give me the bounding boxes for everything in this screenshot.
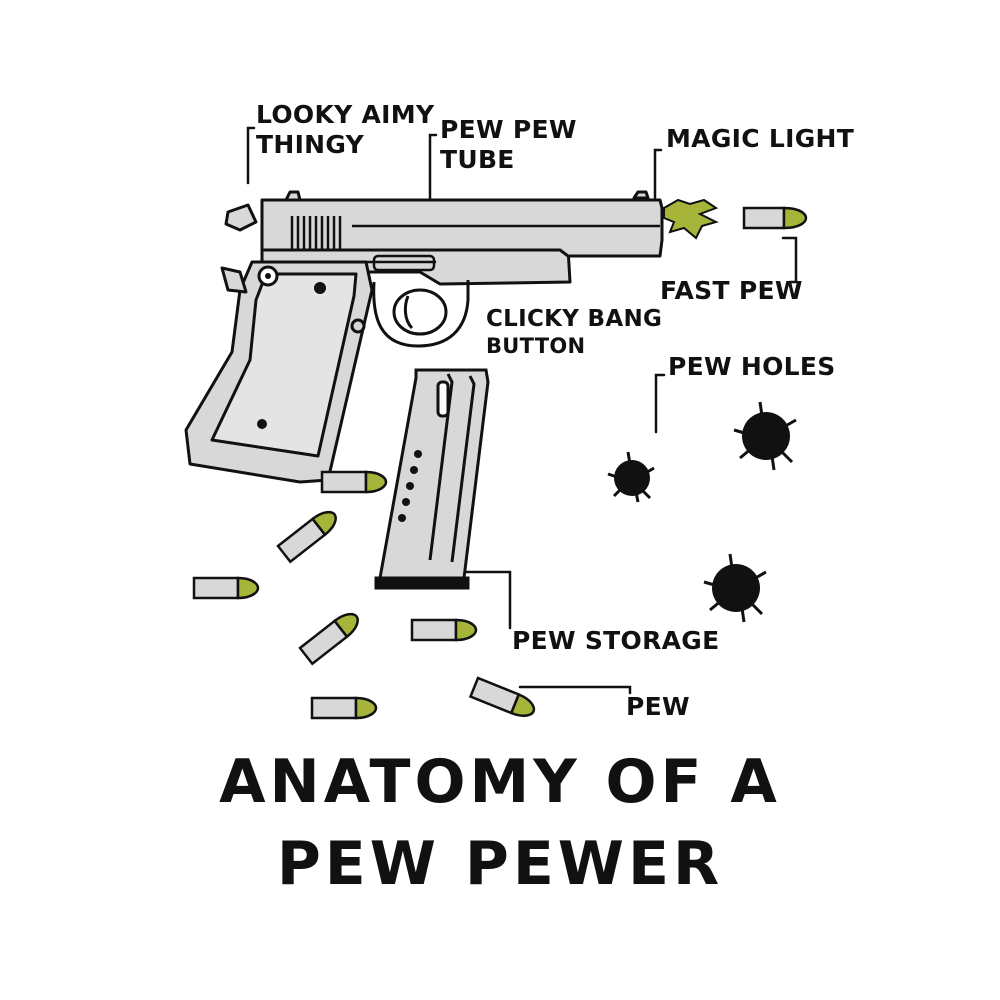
bullet-icon-3 — [192, 576, 260, 600]
bullet-icon-5 — [410, 618, 478, 642]
leader-line-sight — [246, 126, 256, 185]
hammer — [224, 203, 258, 232]
label-pew-storage: PEW STORAGE — [512, 626, 720, 655]
bullet-icon-4 — [298, 612, 359, 666]
grip-screw-top — [314, 282, 326, 294]
trigger-opening — [392, 288, 448, 336]
beavertail — [220, 266, 248, 294]
pistol-icon — [184, 190, 664, 484]
label-pew-holes: PEW HOLES — [668, 352, 836, 381]
label-pew-pew-tube-line1: PEW PEW — [440, 115, 577, 144]
title-line-1: ANATOMY OF A — [219, 747, 781, 817]
bullet-hole-icon-2 — [733, 401, 797, 471]
label-magic-light: MAGIC LIGHT — [666, 124, 855, 153]
label-clicky-bang-line1: CLICKY BANG — [486, 306, 663, 332]
label-looky-aimy-line2: THINGY — [256, 130, 365, 159]
leader-line-light — [653, 148, 663, 200]
trigger-guard — [372, 280, 470, 348]
label-pew: PEW — [626, 692, 690, 721]
leader-line-barrel — [428, 133, 438, 202]
pistol-details — [352, 224, 660, 272]
bullet-hole-icon-3 — [703, 553, 767, 623]
label-looky-aimy-thingy: LOOKY AIMY THINGY — [256, 100, 434, 160]
slide-serrations — [290, 216, 342, 250]
leader-line-pew — [518, 685, 632, 695]
label-pew-pew-tube: PEW PEW TUBE — [440, 115, 577, 175]
muzzle-flash-icon — [663, 198, 719, 240]
magazine-holes — [398, 450, 422, 522]
label-fast-pew: FAST PEW — [660, 276, 803, 305]
bullet-icon-2 — [276, 510, 337, 564]
label-pew-pew-tube-line2: TUBE — [440, 145, 515, 174]
front-sight-icon — [632, 190, 650, 200]
grip-panel — [210, 272, 358, 458]
trigger-icon — [403, 295, 414, 330]
grip-screw-bottom — [257, 419, 267, 429]
fired-bullet-icon — [742, 206, 808, 230]
title-line-2: PEW PEWER — [276, 829, 724, 899]
label-clicky-bang-button: CLICKY BANG BUTTON — [486, 306, 662, 359]
label-clicky-bang-line2: BUTTON — [486, 333, 586, 358]
label-looky-aimy-line1: LOOKY AIMY — [256, 100, 435, 129]
loose-bullets — [192, 470, 536, 720]
leader-lines — [246, 126, 798, 695]
bullet-hole-icon-1 — [607, 451, 655, 503]
leader-line-holes — [654, 373, 666, 434]
leader-line-fast-pew — [781, 236, 798, 284]
slide — [260, 198, 664, 258]
leader-line-storage — [464, 570, 512, 630]
bullet-icon-6 — [468, 676, 536, 717]
bullet-icon-7 — [310, 696, 378, 720]
magazine-icon — [374, 368, 490, 590]
bullet-icon-1 — [320, 470, 388, 494]
mag-release — [350, 318, 366, 334]
